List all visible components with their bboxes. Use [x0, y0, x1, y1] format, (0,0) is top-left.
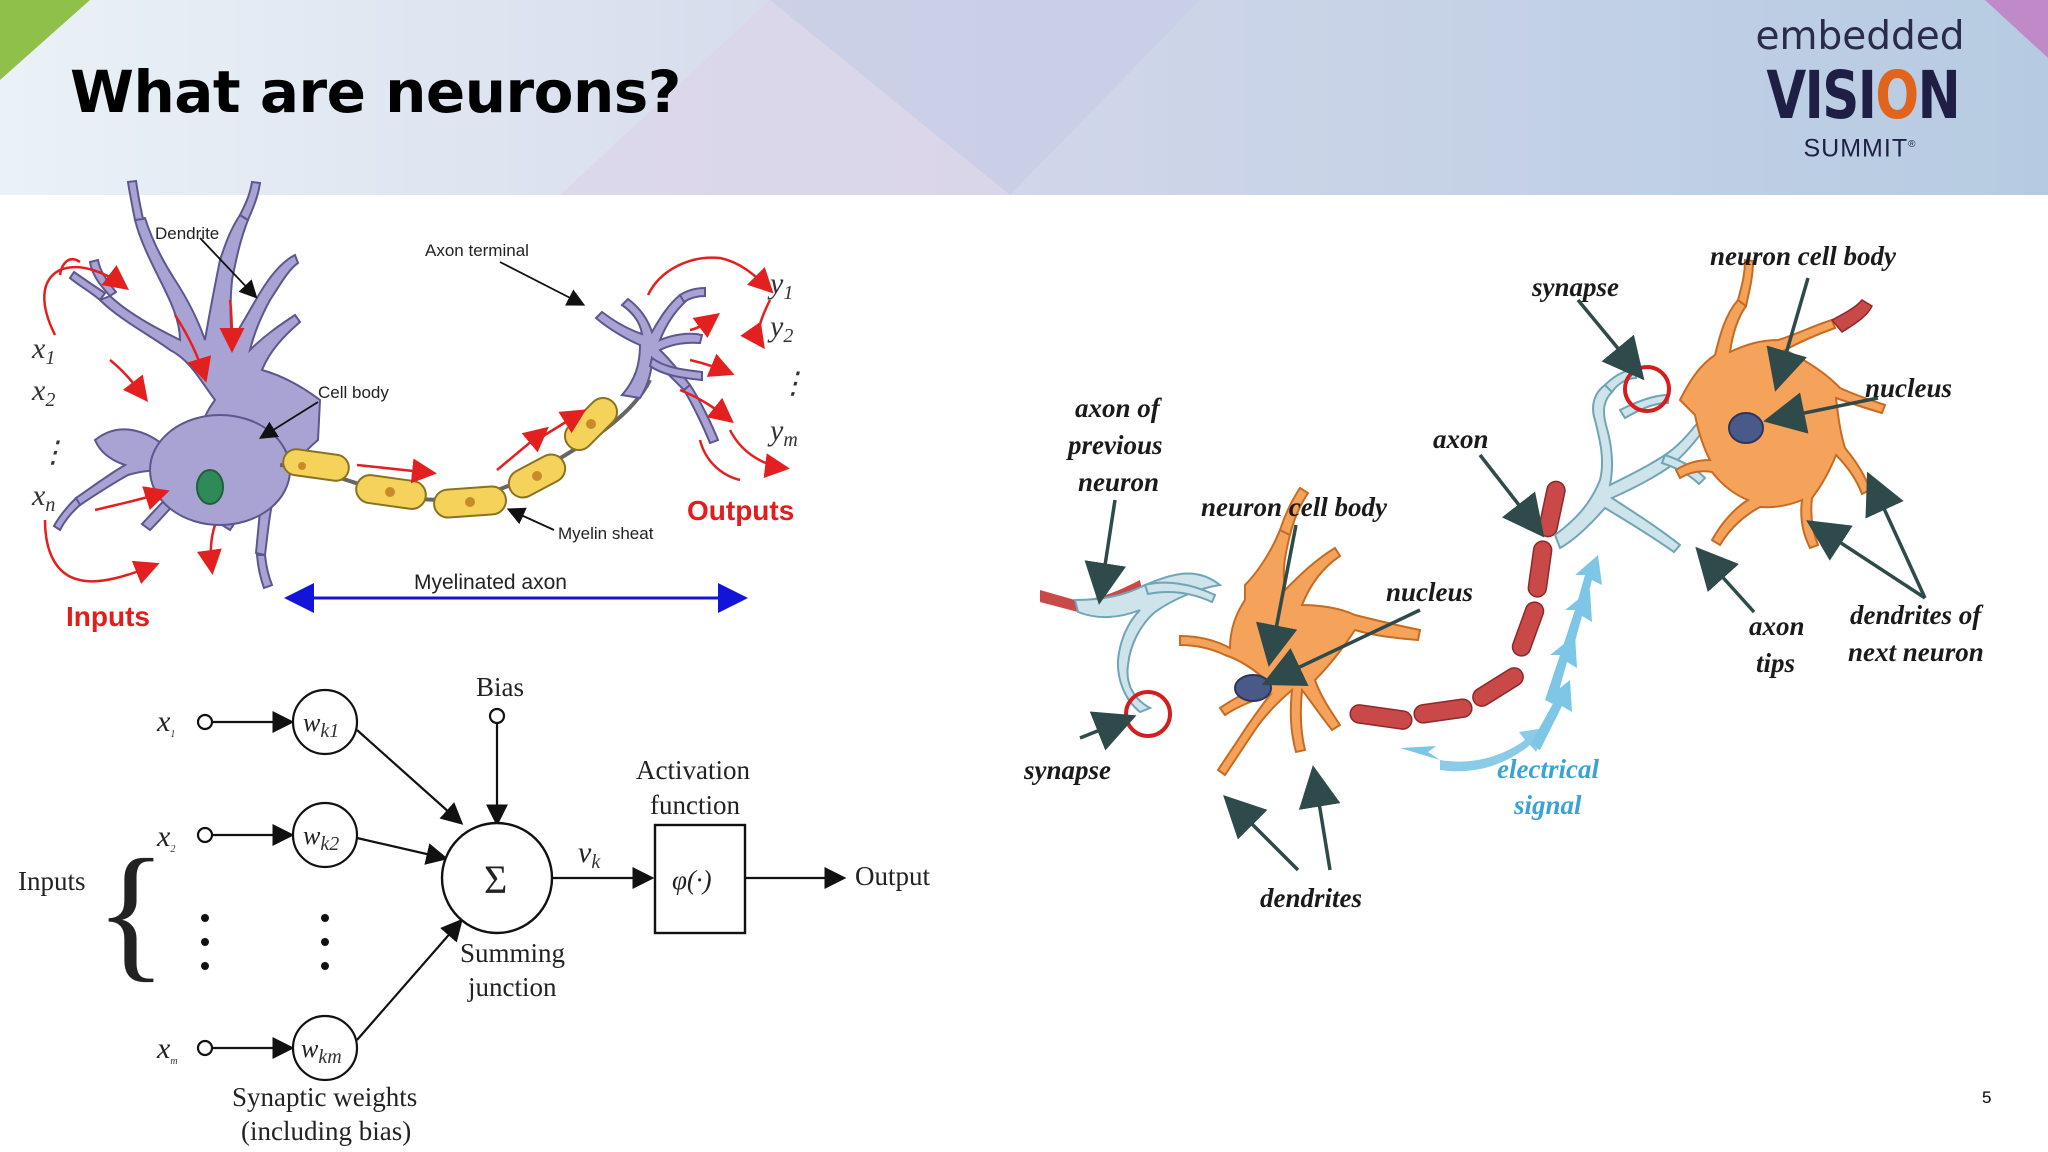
previous-axon — [1040, 572, 1223, 714]
vk-label: vk — [578, 836, 601, 873]
perceptron-input-x1: x1 — [156, 705, 175, 740]
weight-nodes: wk1 wk2 wkm — [291, 688, 359, 1082]
previous-label: previous — [1066, 430, 1163, 460]
perceptron-model: x1 x2 xm wk1 wk2 wkm — [18, 672, 931, 1146]
electrical-signal-arrow — [1400, 555, 1602, 772]
axon-label: axon — [1433, 424, 1489, 454]
purple-corner-shape — [1985, 0, 2048, 58]
activation-label-1: Activation — [636, 755, 750, 785]
blue-triangle-shape — [770, 0, 1200, 195]
output-dots: ⋮ — [778, 367, 808, 400]
first-neuron-nucleus — [1234, 674, 1272, 702]
nucleus-mid-label: nucleus — [1386, 577, 1473, 607]
label-pointer-arrows — [199, 237, 586, 531]
two-neuron-illustration: synapse neuron cell body nucleus axon of… — [1023, 241, 1984, 913]
header-background — [0, 0, 2048, 195]
nucleus-top-label: nucleus — [1865, 373, 1952, 403]
sigma-symbol: Σ — [484, 857, 507, 902]
axon-tips-label-1: axon — [1749, 611, 1805, 641]
output-variables: y1 y2 ⋮ ym — [767, 267, 808, 451]
summing-label-2: junction — [467, 972, 557, 1002]
next-neuron-label: next neuron — [1848, 637, 1984, 667]
weight-node-1 — [291, 688, 359, 756]
bias-label: Bias — [476, 672, 524, 702]
myelinated-axon-label: Myelinated axon — [414, 571, 567, 594]
inputs-text-label: Inputs — [18, 866, 86, 896]
summing-junction-node — [440, 821, 554, 935]
perceptron-input-links — [196, 711, 295, 1059]
signal-label: signal — [1513, 790, 1582, 820]
perceptron-ellipsis-dots — [201, 914, 329, 970]
dendrites-of-label: dendrites of — [1850, 600, 1984, 630]
input-x2: x2 — [31, 374, 55, 411]
perceptron-input-x2: x2 — [156, 820, 175, 855]
neuron-cell-body-top-label: neuron cell body — [1710, 241, 1897, 271]
input-dots: ⋮ — [38, 436, 68, 469]
myelin-sheath-label: Myelin sheat — [558, 524, 654, 543]
neuron-soma — [149, 414, 291, 526]
bio-pointer-arrows — [1079, 277, 1927, 872]
outputs-label: Outputs — [687, 495, 794, 526]
synapse-top-label: synapse — [1531, 272, 1619, 302]
axon-terminal-label: Axon terminal — [425, 241, 529, 260]
summing-label-1: Summing — [460, 938, 565, 968]
cell-body-label: Cell body — [318, 383, 389, 402]
logo-embedded-text: embedded — [1755, 14, 1965, 59]
neuron-nucleus — [196, 469, 224, 505]
myelin-sheaths — [282, 396, 619, 519]
first-neuron-body — [1179, 486, 1422, 777]
signal-arrows — [43, 256, 790, 585]
input-variables: x1 x2 ⋮ xn — [31, 332, 68, 516]
second-neuron-axon-stub — [1830, 299, 1873, 333]
axon-of-label: axon of — [1075, 393, 1163, 423]
lavender-triangle-shape — [560, 0, 1010, 195]
input-xn: xn — [31, 479, 55, 516]
neuron-illustration: Dendrite Axon terminal Cell body Myelin … — [31, 179, 808, 632]
activation-function-box — [653, 823, 747, 935]
neuron-label: neuron — [1078, 467, 1159, 497]
inputs-brace: { — [95, 829, 167, 995]
synapse-bottom-label: synapse — [1023, 755, 1111, 785]
output-y2: y2 — [767, 310, 793, 347]
weight-label-m: wkm — [301, 1034, 342, 1068]
inputs-label: Inputs — [66, 601, 150, 632]
phi-symbol: φ(·) — [672, 865, 712, 895]
logo-summit-text: SUMMIT® — [1803, 134, 1917, 163]
output-ym: ym — [767, 414, 798, 451]
weight-label-2: wk2 — [303, 821, 339, 855]
perceptron-input-xm: xm — [156, 1032, 178, 1067]
output-text-label: Output — [855, 861, 931, 891]
embedded-vision-summit-logo: embedded VISION SUMMIT® — [1740, 14, 1980, 174]
page-number: 5 — [1982, 1088, 1992, 1107]
synaptic-label-1: Synaptic weights — [232, 1082, 417, 1112]
weight-node-m — [291, 1014, 359, 1082]
electrical-label: electrical — [1497, 754, 1599, 784]
main-axon — [1349, 480, 1566, 730]
output-y1: y1 — [767, 267, 793, 304]
second-neuron-nucleus — [1728, 412, 1764, 444]
weight-to-sum-links — [356, 707, 847, 1041]
weight-label-1: wk1 — [303, 708, 339, 742]
axon-terminal — [594, 286, 720, 445]
dendrite-label: Dendrite — [155, 224, 219, 243]
logo-vision-text: VISION — [1766, 57, 1960, 134]
slide-title: What are neurons? — [70, 58, 681, 126]
dendrites-label: dendrites — [1260, 883, 1362, 913]
header-band: What are neurons? embedded VISION SUMMIT… — [0, 0, 2048, 195]
synaptic-label-2: (including bias) — [241, 1116, 411, 1146]
green-corner-shape — [0, 0, 90, 80]
neuron-cell-body-mid-label: neuron cell body — [1201, 492, 1388, 522]
weight-node-2 — [291, 801, 359, 869]
synapse-circle-bottom — [1124, 690, 1172, 738]
axon-tips-label-2: tips — [1756, 648, 1795, 678]
activation-label-2: function — [650, 790, 740, 820]
synapse-circle-top — [1623, 365, 1671, 413]
input-x1: x1 — [31, 332, 55, 369]
